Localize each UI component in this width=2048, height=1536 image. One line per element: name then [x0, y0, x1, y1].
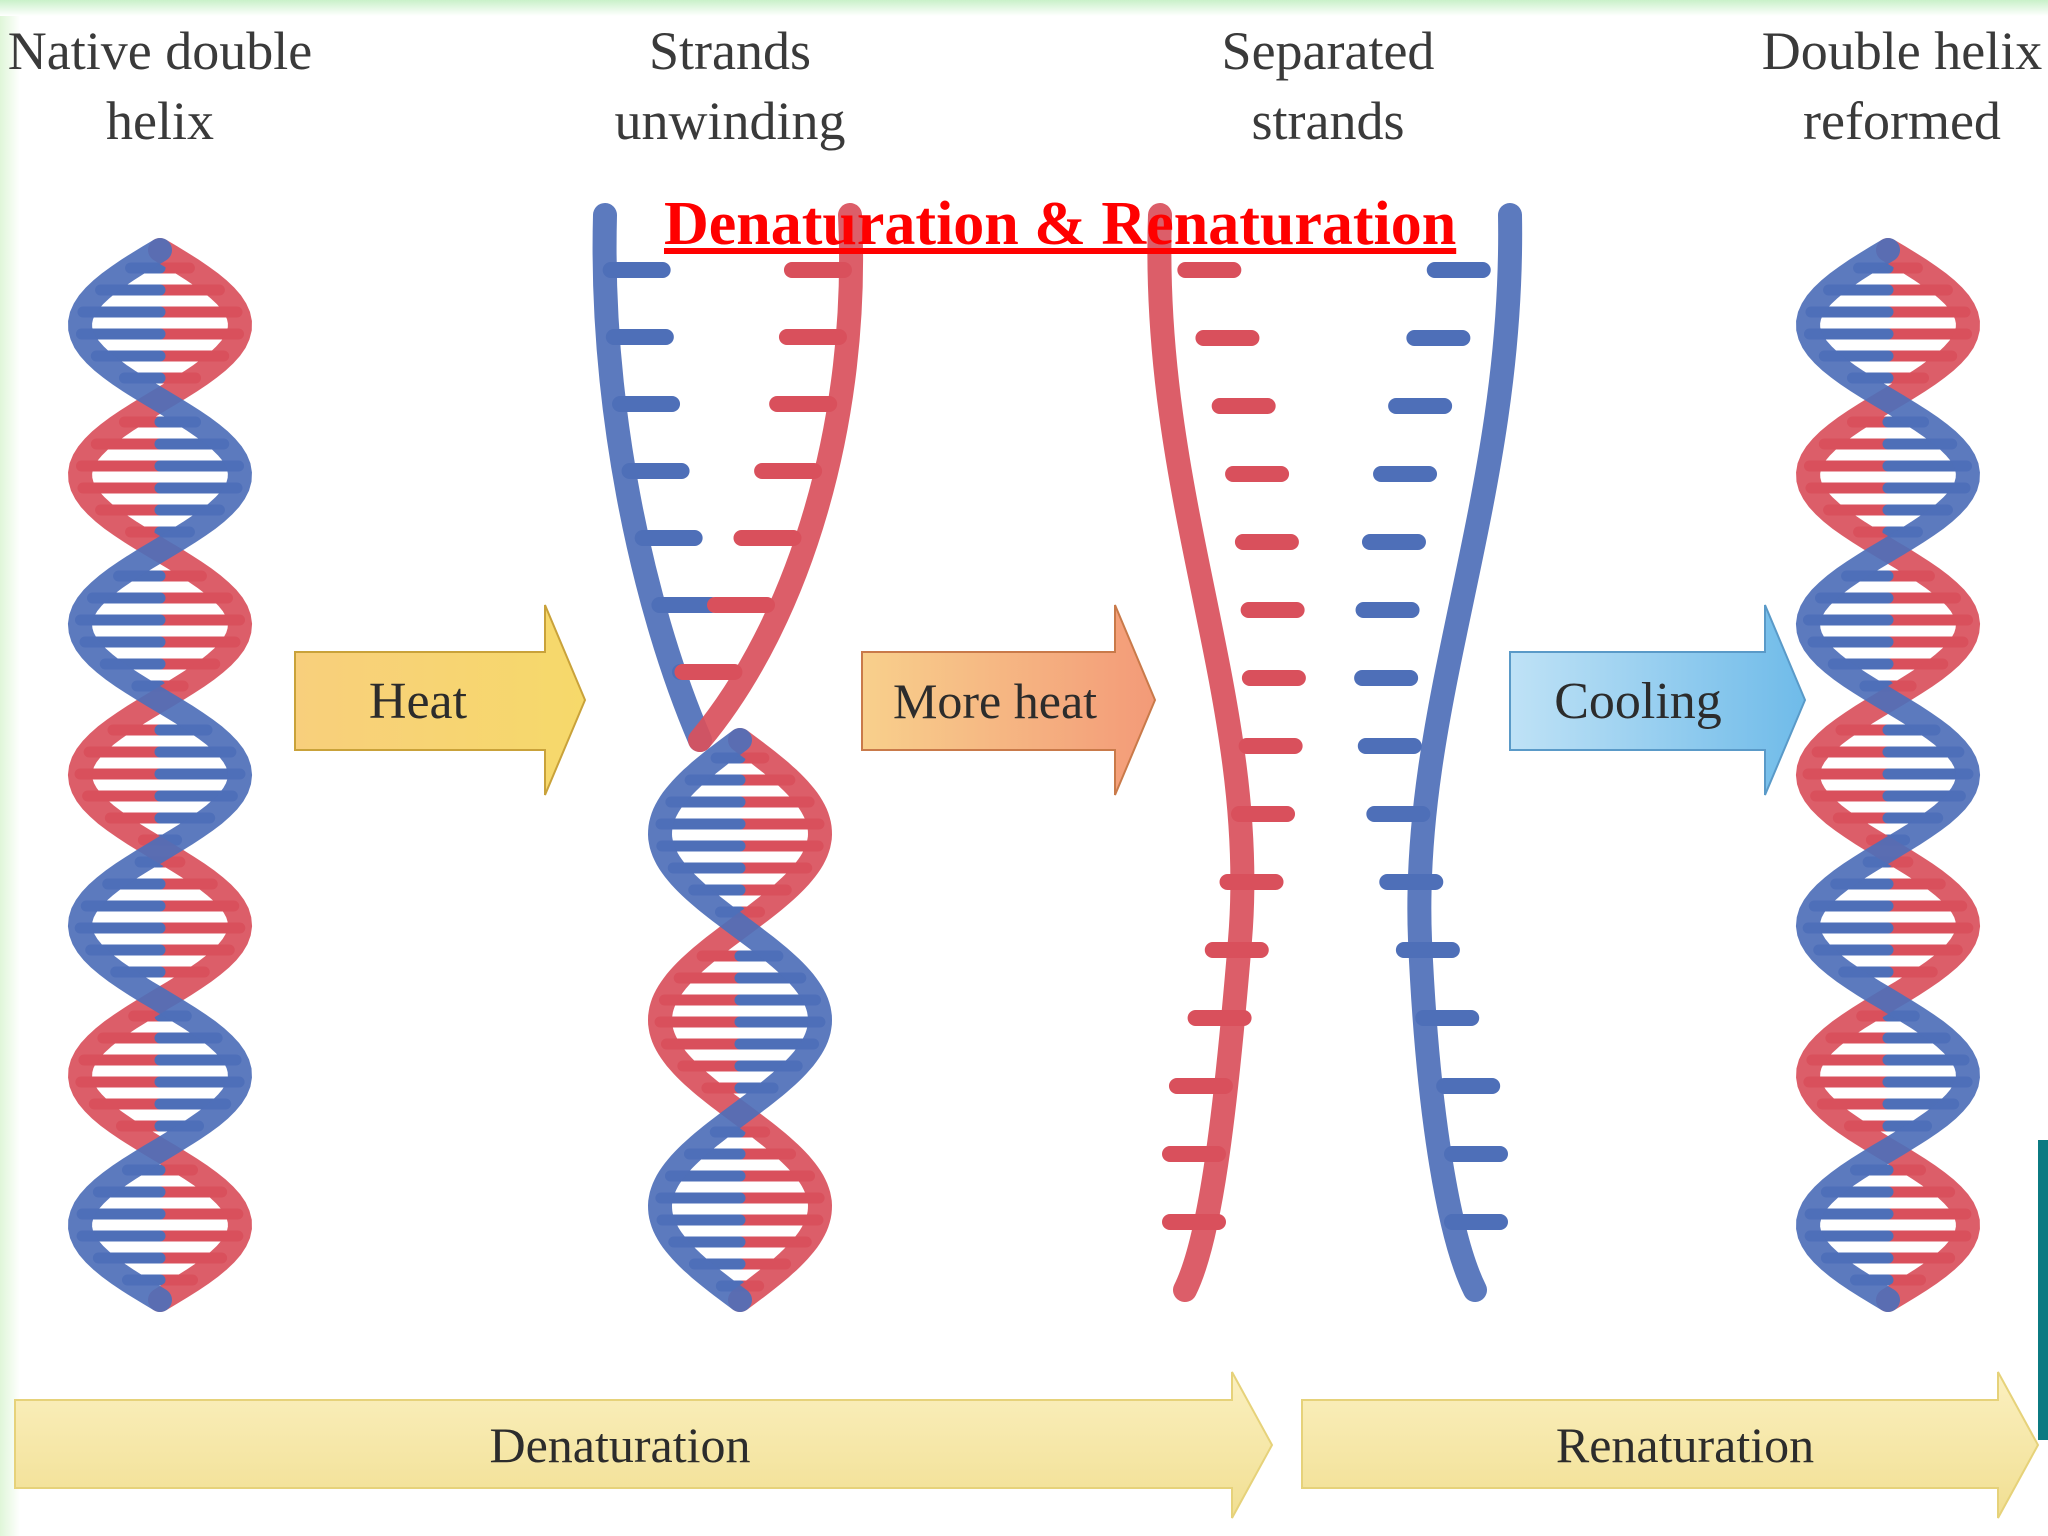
renaturation-bar-label: Renaturation: [1556, 1417, 1814, 1473]
stage-label-native: Native double helix: [7, 21, 313, 151]
left-edge-decoration: [0, 0, 20, 1536]
unwinding-helix-graphic: [592, 203, 864, 1312]
more-heat-arrow: More heat: [861, 604, 1157, 796]
blue-strand: [647, 728, 833, 1312]
red-strand: [67, 238, 253, 1312]
cooling-arrow: Cooling: [1509, 604, 1807, 796]
reformed-helix-graphic: [1795, 238, 1981, 1312]
stage-label-reformed: Double helix reformed: [1761, 21, 2043, 151]
right-edge-decoration: [2038, 1140, 2048, 1440]
heat-arrow: Heat: [294, 604, 587, 796]
red-strand: [1147, 203, 1255, 1302]
cooling-arrow-label: Cooling: [1554, 673, 1722, 730]
blue-strand: [67, 238, 253, 1312]
native-helix-graphic: [67, 238, 253, 1312]
red-strand: [688, 203, 864, 752]
more-heat-arrow-label: More heat: [893, 673, 1097, 729]
slide-title: Denaturation & Renaturation: [664, 190, 1457, 258]
denaturation-bar-label: Denaturation: [489, 1417, 750, 1473]
red-strand: [647, 728, 833, 1312]
blue-strand: [1407, 203, 1523, 1302]
blue-strand: [1795, 238, 1981, 1312]
top-edge-decoration: [0, 0, 2048, 16]
stage-label-unwinding: Strands unwinding: [614, 21, 846, 151]
stage-label-separated: Separated strands: [1221, 21, 1435, 151]
separated-strands-graphic: [1147, 203, 1523, 1302]
heat-arrow-label: Heat: [369, 673, 468, 730]
renaturation-bar: Renaturation: [1301, 1371, 2040, 1519]
denaturation-bar: Denaturation: [14, 1371, 1274, 1519]
red-strand: [1795, 238, 1981, 1312]
